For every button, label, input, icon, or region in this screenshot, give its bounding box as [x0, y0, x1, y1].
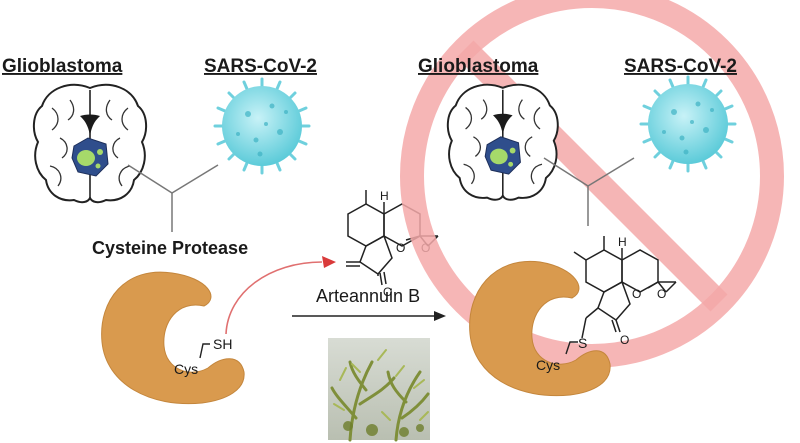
enzyme-left	[101, 271, 245, 405]
chem-o2-right: O	[657, 287, 666, 301]
arteannuin-b-label: Arteannuin B	[316, 286, 420, 306]
cys-label-right: Cys	[536, 357, 560, 373]
chem-o-carbonyl-right: O	[620, 333, 629, 347]
glioblastoma-title-left: Glioblastoma	[2, 56, 123, 77]
chem-o1-right: O	[632, 287, 641, 301]
convergence-lines-right	[543, 157, 635, 226]
chem-h-right: H	[618, 235, 627, 249]
sh-label: SH	[213, 336, 232, 352]
enzyme-right	[469, 260, 611, 397]
chem-o1-left: O	[396, 241, 405, 255]
virus-icon	[639, 75, 737, 173]
s-label: S	[578, 335, 587, 351]
nucleophilic-attack-arrow	[225, 256, 336, 335]
reaction-arrow	[292, 311, 446, 321]
chem-h-left: H	[380, 189, 389, 203]
cys-bond-left	[199, 343, 210, 359]
chem-o-carbonyl-left: O	[383, 285, 392, 299]
cys-bond-right	[565, 341, 578, 355]
brain-icon	[446, 83, 559, 201]
virus-icon	[213, 77, 311, 175]
cysteine-protease-label: Cysteine Protease	[92, 238, 248, 258]
sars-cov-2-title-left: SARS-CoV-2	[204, 56, 317, 77]
brain-icon	[32, 83, 148, 204]
convergence-lines-left	[127, 164, 219, 232]
sars-cov-2-title-right: SARS-CoV-2	[624, 56, 737, 77]
glioblastoma-title-right: Glioblastoma	[418, 56, 539, 77]
adduct-structure	[573, 236, 677, 339]
cys-label-left: Cys	[174, 361, 198, 377]
plant-photo	[328, 338, 430, 442]
